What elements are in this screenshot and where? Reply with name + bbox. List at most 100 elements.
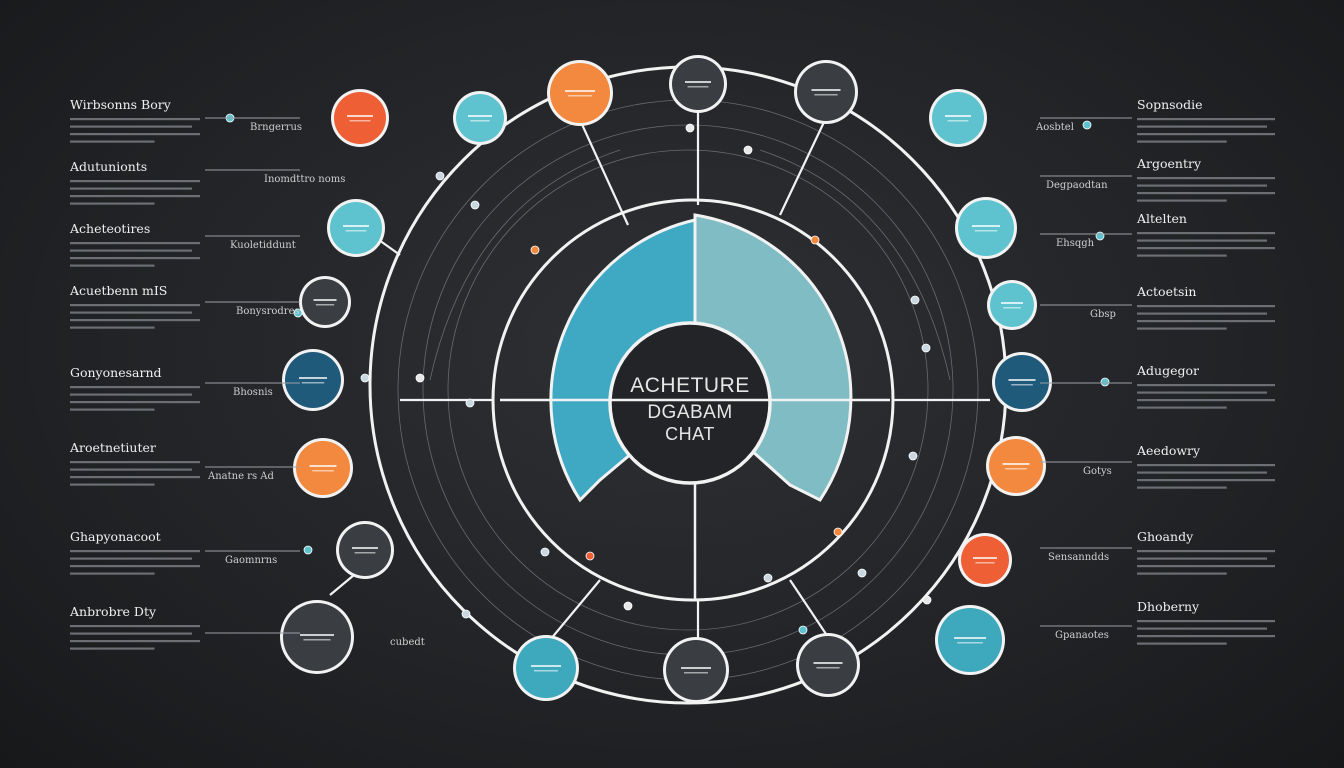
pin-marker xyxy=(303,545,313,555)
label-sub: Kuoletiddunt xyxy=(230,240,296,251)
body-text-line xyxy=(1137,232,1275,235)
label-heading: Adugegor xyxy=(1136,363,1199,378)
body-text-line xyxy=(1137,479,1275,482)
pin-marker xyxy=(810,235,820,245)
node-4 xyxy=(669,55,727,113)
node-fill xyxy=(990,283,1034,327)
body-text-line xyxy=(70,393,192,396)
body-text-line xyxy=(70,468,192,471)
body-text-line xyxy=(1137,125,1267,128)
node-14 xyxy=(986,436,1046,496)
pin-marker xyxy=(465,398,475,408)
body-text-line xyxy=(70,202,155,205)
body-text-line xyxy=(70,408,155,411)
node-fill xyxy=(285,352,341,408)
pin-marker xyxy=(763,573,773,583)
body-text-line xyxy=(70,386,200,389)
body-text-line xyxy=(70,550,200,553)
pin-marker xyxy=(1100,377,1110,387)
node-21 xyxy=(796,633,860,697)
pin-marker xyxy=(908,451,918,461)
pin-marker xyxy=(910,295,920,305)
label-sub: Anatne rs Ad xyxy=(207,471,274,482)
label-heading: Argoentry xyxy=(1136,156,1202,171)
label-heading: Actoetsin xyxy=(1136,284,1196,299)
body-text-line xyxy=(70,118,200,121)
spoke-connectors xyxy=(329,110,1011,641)
label-sub: Brngerrus xyxy=(250,122,302,133)
body-text-line xyxy=(1137,199,1227,202)
node-5 xyxy=(794,60,858,124)
node-17 xyxy=(280,600,354,674)
body-text-line xyxy=(70,565,200,568)
body-text-line xyxy=(1137,399,1275,402)
node-1 xyxy=(331,89,389,147)
body-text-line xyxy=(1137,327,1227,330)
label-sub: Gbsp xyxy=(1090,309,1116,320)
pin-marker xyxy=(360,373,370,383)
node-fill xyxy=(989,439,1043,493)
label-sub: Inomdttro noms xyxy=(264,174,345,185)
body-text-line xyxy=(1137,486,1227,489)
pin-marker xyxy=(1095,231,1105,241)
body-text-line xyxy=(70,242,200,245)
label-sub: Degpaodtan xyxy=(1046,180,1108,191)
node-13 xyxy=(293,438,353,498)
label-heading: Adutunionts xyxy=(69,159,147,174)
body-text-line xyxy=(1137,184,1267,187)
body-text-line xyxy=(70,195,200,198)
body-text-line xyxy=(1137,118,1275,121)
body-text-line xyxy=(70,304,200,307)
body-text-line xyxy=(70,483,155,486)
node-fill xyxy=(666,640,726,700)
body-text-line xyxy=(1137,471,1267,474)
right-label-block: Adugegor xyxy=(1040,363,1275,409)
label-heading: Acuetbenn mIS xyxy=(69,283,167,298)
body-text-line xyxy=(70,140,155,143)
body-text-line xyxy=(1137,384,1275,387)
node-fill xyxy=(932,92,984,144)
node-fill xyxy=(296,441,350,495)
label-sub: Gaomnrns xyxy=(225,555,277,566)
body-text-line xyxy=(1137,254,1227,257)
label-sub: Gpanaotes xyxy=(1055,630,1109,641)
pin-marker xyxy=(798,625,808,635)
pin-marker xyxy=(461,609,471,619)
body-text-line xyxy=(70,476,200,479)
node-fill xyxy=(330,202,382,254)
body-text-line xyxy=(70,187,192,190)
node-8 xyxy=(955,197,1017,259)
body-text-line xyxy=(1137,406,1227,409)
pin-marker xyxy=(585,551,595,561)
body-text-line xyxy=(1137,140,1227,143)
body-text-line xyxy=(1137,627,1267,630)
body-text-line xyxy=(1137,550,1275,553)
body-text-line xyxy=(70,125,192,128)
node-7 xyxy=(327,199,385,257)
left-label-column: Wirbsonns BoryBrngerrusAdutuniontsInomdt… xyxy=(69,97,425,650)
body-text-line xyxy=(1137,635,1275,638)
body-text-line xyxy=(70,311,192,314)
node-fill xyxy=(334,92,386,144)
body-text-line xyxy=(1137,312,1267,315)
pin-marker xyxy=(921,343,931,353)
node-10 xyxy=(987,280,1037,330)
node-3 xyxy=(547,60,613,126)
body-text-line xyxy=(70,326,155,329)
body-text-line xyxy=(70,640,200,643)
body-text-line xyxy=(1137,642,1227,645)
body-text-line xyxy=(1137,565,1275,568)
node-19 xyxy=(513,635,579,701)
pin-marker xyxy=(743,145,753,155)
node-fill xyxy=(302,279,348,325)
label-sub: Bhosnis xyxy=(233,387,273,398)
right-label-column: SopnsodieAosbtelArgoentryDegpaodtanAltel… xyxy=(1035,97,1275,645)
